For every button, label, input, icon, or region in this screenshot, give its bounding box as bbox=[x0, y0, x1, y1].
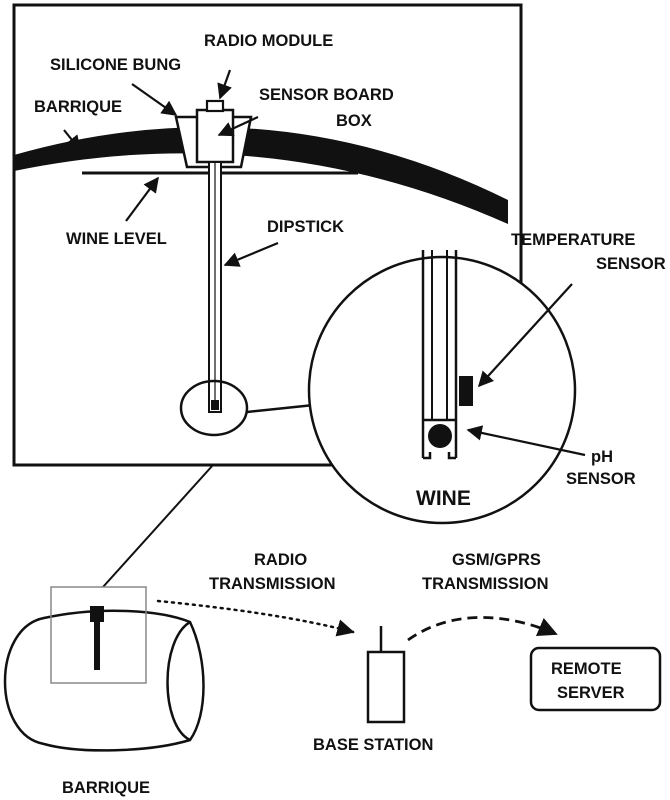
dipstick-tip-sensor bbox=[211, 400, 219, 410]
radio-transmission-arrow bbox=[156, 599, 355, 637]
barrel-body bbox=[3, 609, 205, 752]
label-remote-server-line2: SERVER bbox=[557, 684, 625, 702]
barrel-sensor-box bbox=[90, 606, 104, 622]
label-sensor-board-line2: BOX bbox=[336, 112, 372, 130]
label-barrique-bottom: BARRIQUE bbox=[62, 779, 150, 797]
magnifier-connector bbox=[246, 403, 315, 414]
label-temperature-line1: TEMPERATURE bbox=[511, 231, 635, 249]
label-barrique-top: BARRIQUE bbox=[34, 98, 122, 116]
arrow-sensor-board bbox=[217, 116, 259, 137]
label-temperature-line2: SENSOR bbox=[596, 255, 666, 273]
gsm-transmission-arrow bbox=[407, 616, 558, 642]
magnified-dipstick-foot-right bbox=[447, 452, 456, 460]
barrel-stave-arc bbox=[14, 127, 508, 224]
label-radio-module: RADIO MODULE bbox=[204, 32, 333, 50]
temperature-sensor-block bbox=[459, 376, 473, 406]
label-ph-line2: SENSOR bbox=[566, 470, 636, 488]
arrow-wine-level bbox=[125, 176, 159, 222]
barrel-view-box bbox=[50, 586, 147, 684]
label-radio-transmission-line1: RADIO bbox=[254, 551, 307, 569]
detail-lead-line bbox=[102, 464, 214, 588]
arrow-dipstick bbox=[223, 241, 279, 267]
arrow-temperature-sensor bbox=[477, 283, 573, 388]
radio-module bbox=[205, 99, 225, 113]
arrow-silicone-bung bbox=[131, 83, 178, 116]
ph-sensor-ball bbox=[428, 424, 452, 448]
arrow-ph-sensor bbox=[466, 425, 586, 457]
barrel-end-curve bbox=[166, 620, 191, 742]
label-dipstick: DIPSTICK bbox=[267, 218, 344, 236]
base-station-box bbox=[366, 650, 406, 724]
label-wine: WINE bbox=[416, 487, 471, 510]
label-gsm-transmission-line2: TRANSMISSION bbox=[422, 575, 549, 593]
barrel-sensor-dipstick bbox=[94, 620, 100, 670]
magnifier-small-ellipse bbox=[179, 379, 249, 437]
sensor-board-box bbox=[195, 108, 235, 164]
label-wine-level: WINE LEVEL bbox=[66, 230, 167, 248]
label-silicone-bung: SILICONE BUNG bbox=[50, 56, 181, 74]
label-remote-server-line1: REMOTE bbox=[551, 660, 622, 678]
arrow-barrique-top bbox=[63, 129, 81, 152]
arrow-radio-module bbox=[217, 69, 232, 100]
magnified-sensor-circle bbox=[307, 255, 577, 525]
remote-server-box bbox=[529, 646, 662, 712]
magnified-dipstick-foot-left bbox=[423, 452, 432, 460]
label-base-station: BASE STATION bbox=[313, 736, 433, 754]
label-radio-transmission-line2: TRANSMISSION bbox=[209, 575, 336, 593]
label-gsm-transmission-line1: GSM/GPRS bbox=[452, 551, 541, 569]
label-ph-line1: pH bbox=[591, 448, 613, 466]
detail-frame bbox=[12, 3, 523, 467]
label-sensor-board-line1: SENSOR BOARD bbox=[259, 86, 394, 104]
